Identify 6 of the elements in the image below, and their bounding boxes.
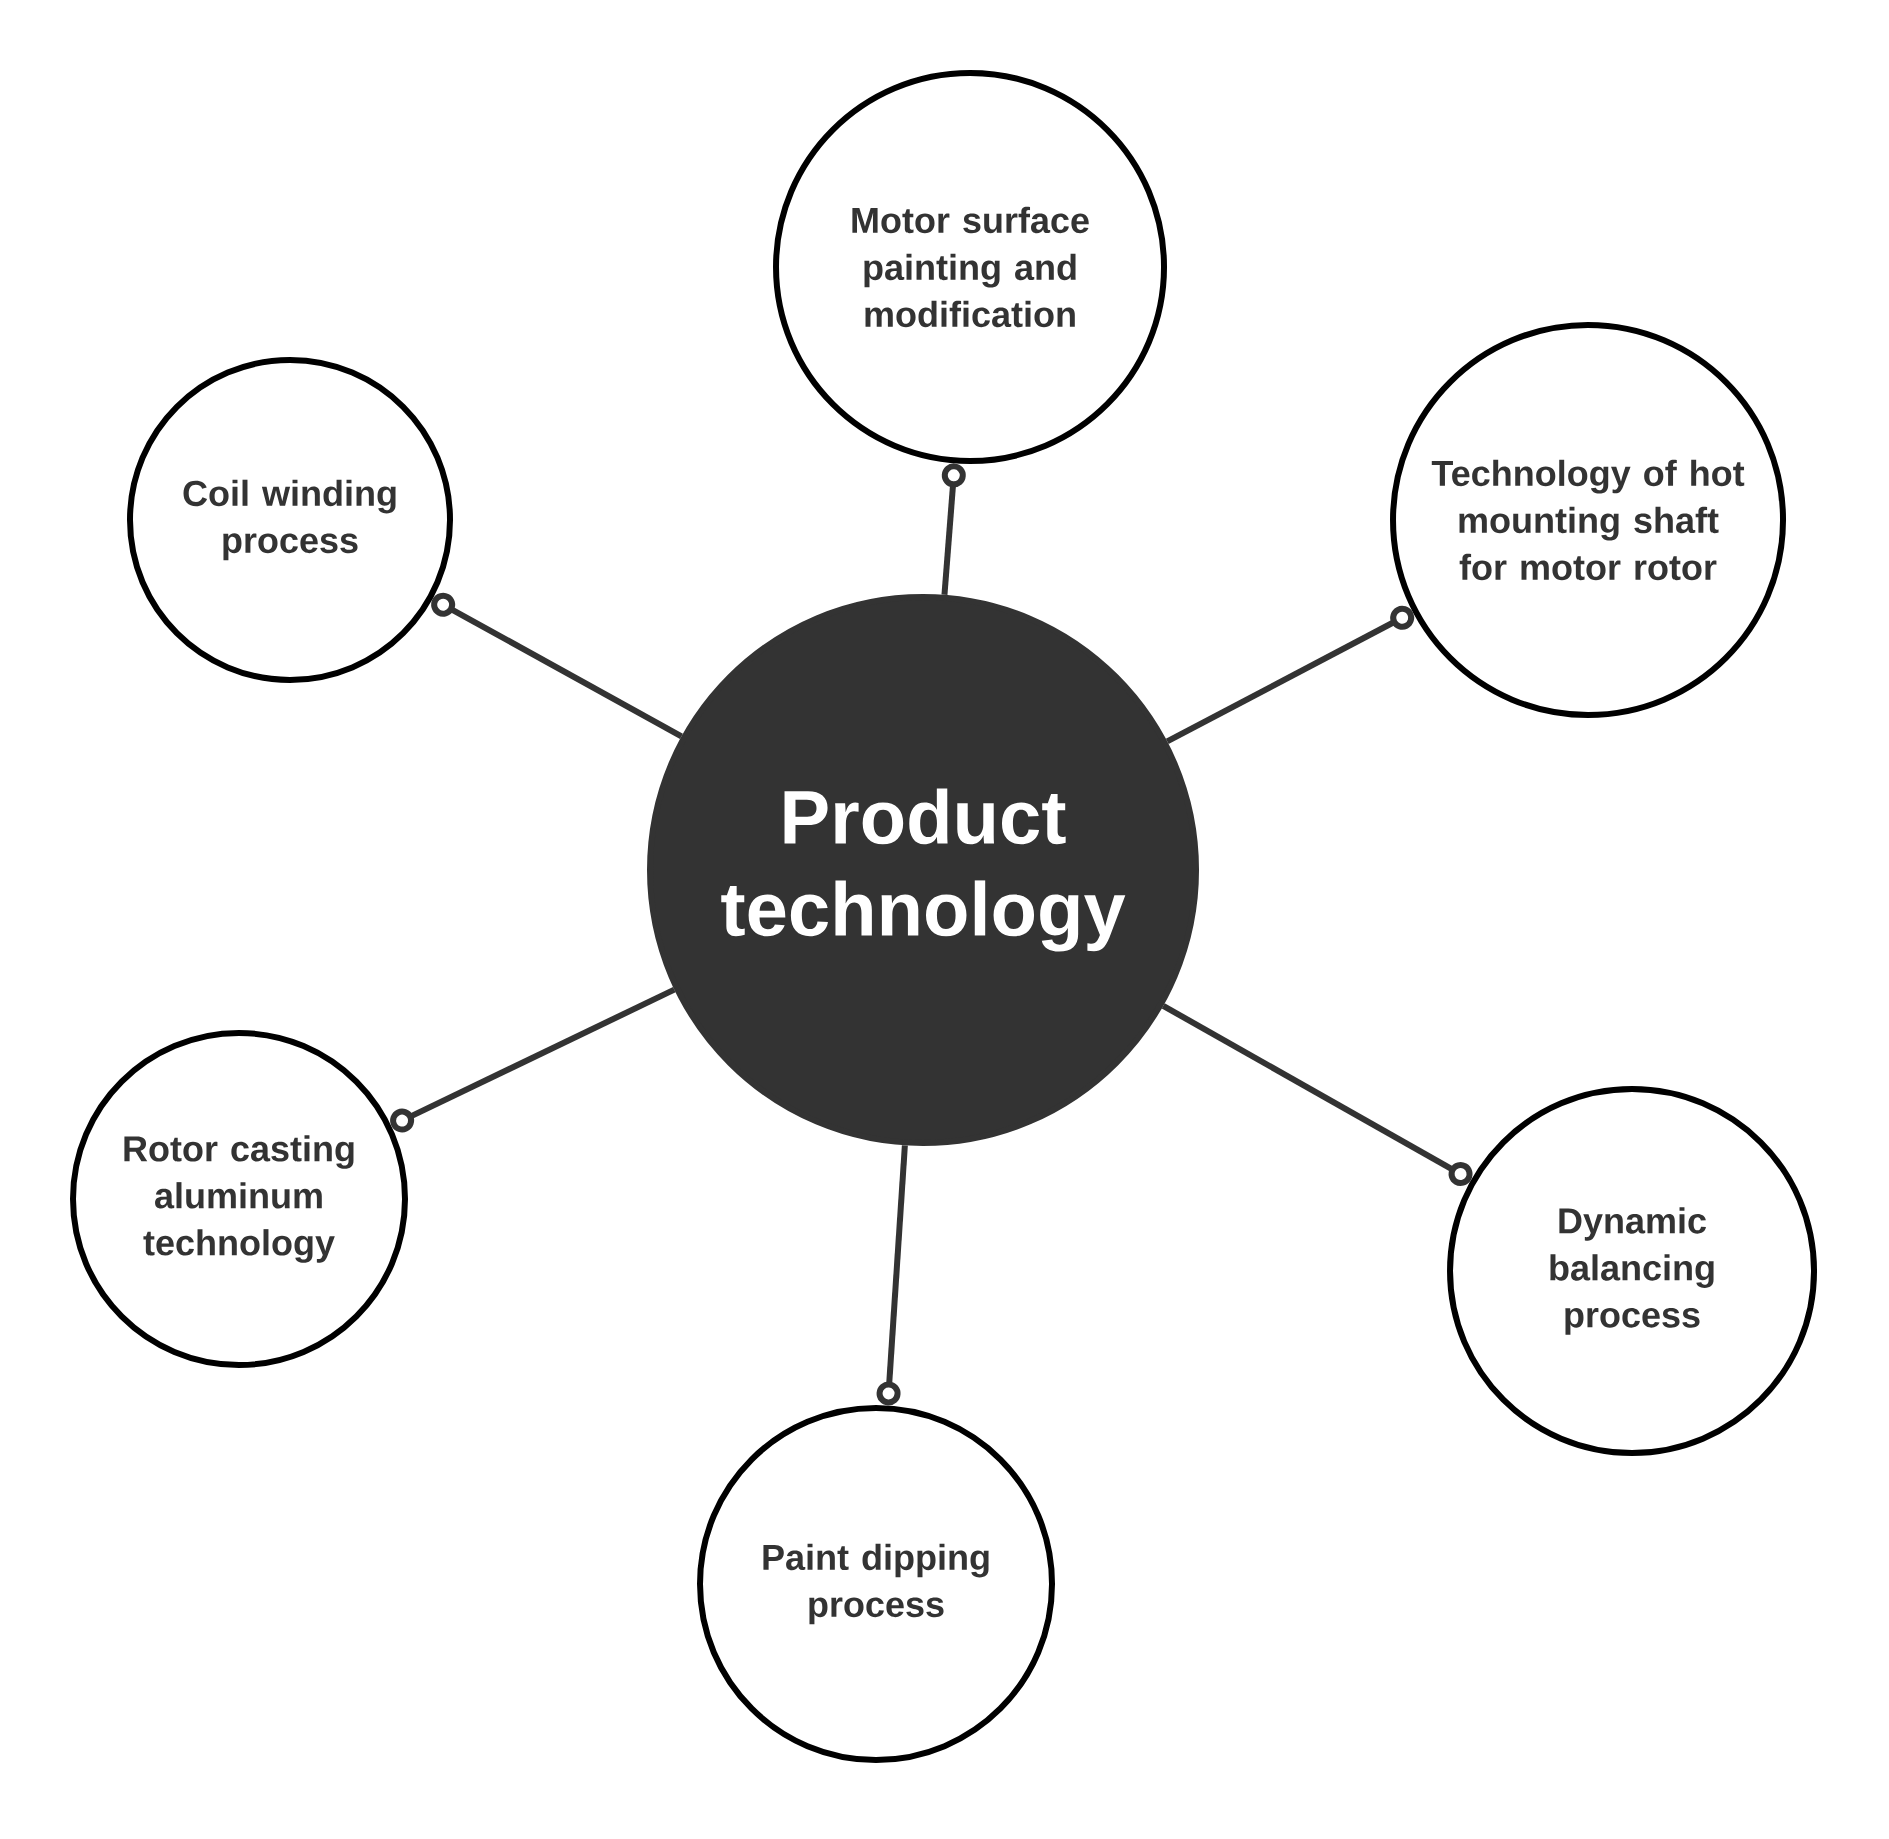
connector-line — [1165, 605, 1415, 745]
connector-line — [431, 592, 683, 740]
connector-line — [941, 463, 966, 596]
connector-line — [390, 986, 676, 1133]
connector-line — [876, 1145, 908, 1406]
connector-line — [1161, 1003, 1473, 1186]
